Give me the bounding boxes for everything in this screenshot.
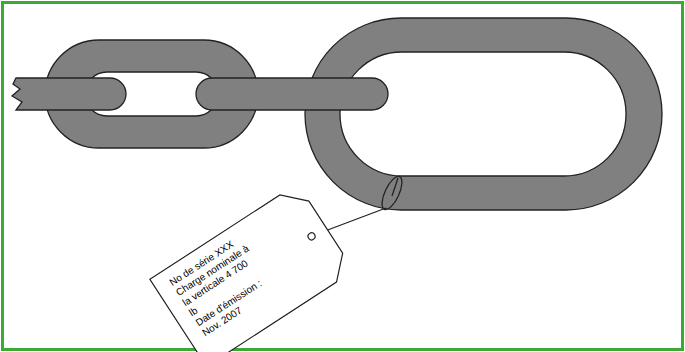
- tag-wire: [317, 174, 406, 234]
- tag-shape: [150, 183, 354, 352]
- chain-link: [305, 18, 662, 210]
- chain-link-cut: [12, 78, 126, 110]
- chain-link-edge: [196, 78, 388, 110]
- frame-border: [3, 3, 683, 350]
- tag-hole: [307, 231, 317, 241]
